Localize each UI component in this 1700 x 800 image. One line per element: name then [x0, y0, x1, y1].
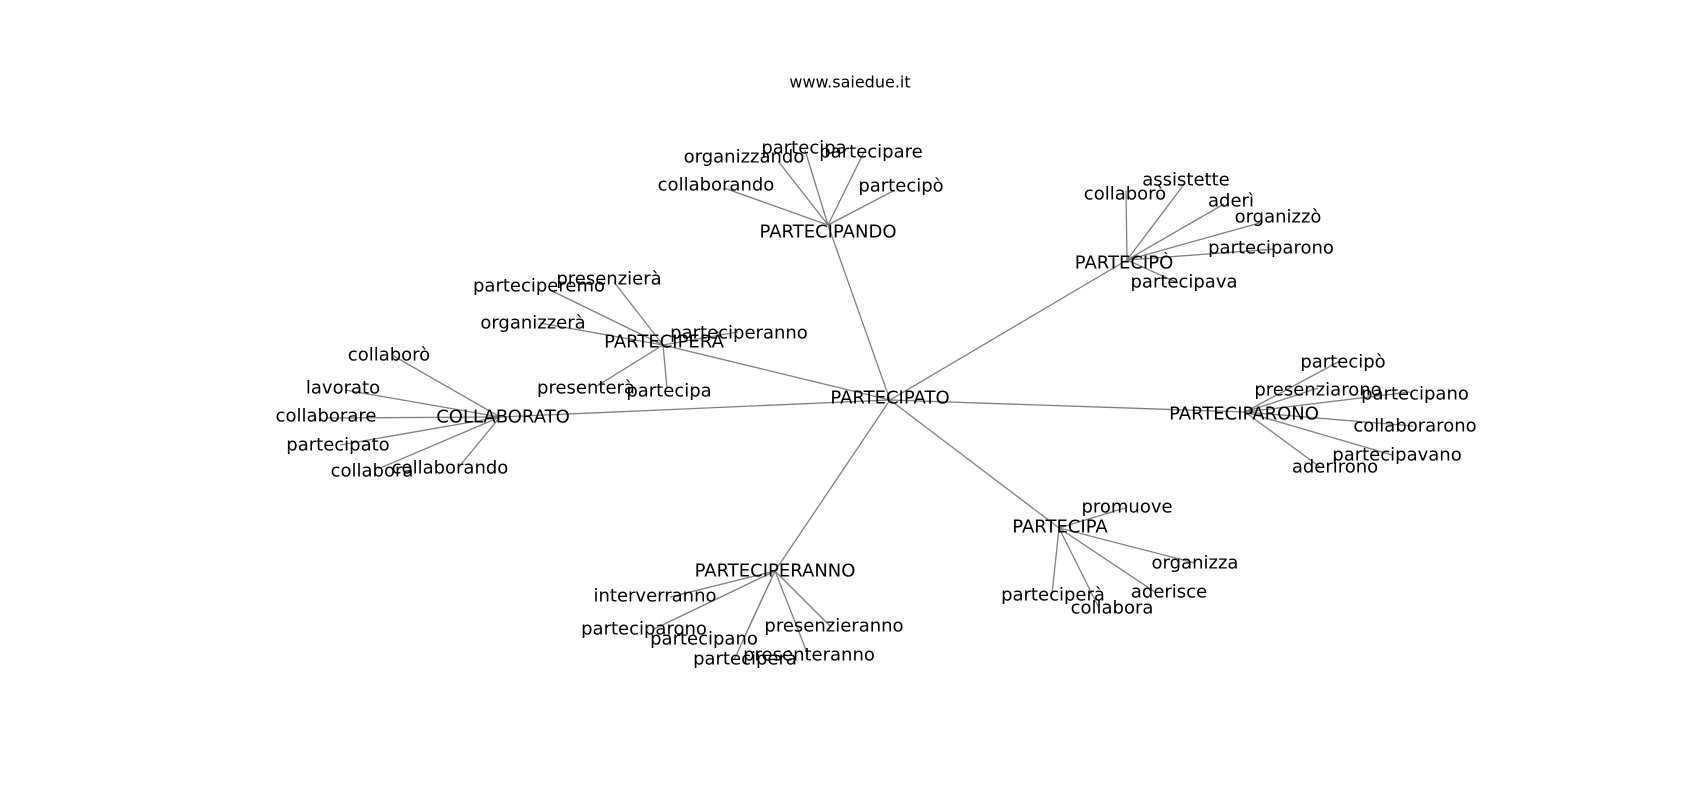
- edge-collaborato-to-lavorato: [344, 389, 501, 418]
- node-label-partecipa-organizza: organizza: [1152, 553, 1239, 574]
- labels-layer: PARTECIPATOPARTECIPANDOorganizzandoparte…: [276, 138, 1477, 670]
- node-label-partecipera-presentera: presenterà: [537, 378, 635, 399]
- node-label-partecipo-aderi: aderì: [1208, 191, 1254, 212]
- edge-partecipo-to-assistette: [1126, 182, 1186, 261]
- node-label-partecipo-parteciparono: parteciparono: [1208, 238, 1334, 259]
- node-label-partecipo-assistette: assistette: [1142, 170, 1230, 191]
- node-label-hub-parteciparono: PARTECIPARONO: [1169, 404, 1319, 425]
- node-label-hub-partecipera: PARTECIPERÀ: [604, 331, 724, 353]
- edge-partecipa-to-aderisce: [1058, 527, 1156, 593]
- node-label-partecipera-organizzera: organizzerà: [480, 313, 585, 334]
- node-label-partecipera-parteciperemo: parteciperemo: [473, 276, 605, 297]
- node-label-partecipo-collaboro: collaborò: [1084, 184, 1166, 205]
- edge-partecipera-to-partecipa: [662, 344, 668, 389]
- node-label-partecipera-parteciperanno: parteciperanno: [670, 323, 808, 344]
- edge-collaborato-to-partecipato: [339, 416, 501, 446]
- edge-center-to-parteciparono: [889, 399, 1246, 413]
- node-label-parteciperanno-parteciparono: parteciparono: [581, 619, 707, 640]
- edge-center-to-partecipa: [889, 399, 1060, 529]
- edge-partecipera-to-parteciperemo: [549, 289, 664, 346]
- node-label-hub-collaborato: COLLABORATO: [436, 407, 570, 428]
- node-label-parteciparono-aderirono: aderirono: [1292, 457, 1378, 478]
- edge-parteciparono-to-partecipano: [1244, 391, 1411, 413]
- node-label-partecipa-partecipera: parteciperà: [1001, 585, 1105, 606]
- node-label-partecipando-partecipo: partecipò: [858, 176, 943, 197]
- edge-center-to-collaborato: [499, 399, 891, 418]
- node-label-parteciperanno-presenzieranno: presenzieranno: [764, 616, 903, 637]
- node-label-parteciperanno-interverranno: interverranno: [593, 586, 716, 607]
- edge-collaborato-to-collaborando: [457, 416, 501, 469]
- edge-partecipando-to-organizzando: [777, 160, 829, 226]
- node-label-partecipando-organizzando: organizzando: [684, 147, 805, 168]
- edge-collaborato-to-collaborare: [327, 416, 501, 419]
- edge-parteciperanno-to-presenzieranno: [774, 570, 831, 627]
- edge-partecipo-to-parteciparono: [1126, 248, 1276, 261]
- node-label-collaborato-collabora: collabora: [331, 461, 414, 482]
- node-label-partecipa-promuove: promuove: [1081, 497, 1172, 518]
- node-label-partecipo-organizzo: organizzò: [1235, 207, 1322, 228]
- edge-partecipera-to-organizzera: [539, 322, 664, 346]
- node-label-parteciparono-partecipo: partecipò: [1300, 352, 1385, 373]
- edge-partecipo-to-partecipava: [1126, 259, 1179, 284]
- node-label-collaborato-collaborando: collaborando: [392, 458, 509, 479]
- edge-center-to-parteciperanno: [774, 399, 891, 572]
- edge-partecipando-to-partecipa: [804, 149, 829, 226]
- node-label-collaborato-lavorato: lavorato: [306, 378, 380, 399]
- edge-collaborato-to-collabora: [377, 416, 501, 470]
- edge-center-to-partecipera: [662, 344, 891, 401]
- node-label-collaborato-partecipato: partecipato: [286, 435, 389, 456]
- node-label-hub-partecipo: PARTECIPÒ: [1075, 252, 1173, 274]
- edges-layer: [327, 149, 1414, 661]
- edge-partecipera-to-parteciperanno: [662, 331, 739, 346]
- node-label-hub-partecipando: PARTECIPANDO: [760, 222, 897, 243]
- edge-partecipo-to-collaboro: [1125, 190, 1128, 261]
- node-label-parteciperanno-partecipano: partecipano: [650, 629, 758, 650]
- node-label-partecipando-partecipa: partecipa: [761, 138, 846, 159]
- edge-partecipando-to-partecipo: [827, 189, 896, 226]
- edge-center-to-partecipo: [889, 259, 1128, 401]
- node-label-parteciperanno-presenteranno: presenteranno: [743, 645, 875, 666]
- node-label-hub-partecipa: PARTECIPA: [1012, 517, 1108, 538]
- edge-parteciparono-to-partecipo: [1244, 360, 1341, 413]
- edge-collaborato-to-collaboro: [391, 354, 501, 418]
- edge-parteciparono-to-aderirono: [1244, 411, 1321, 468]
- node-label-partecipa-aderisce: aderisce: [1131, 582, 1207, 603]
- edge-partecipo-to-organizzo: [1126, 221, 1264, 261]
- edge-parteciperanno-to-partecipera: [733, 570, 776, 661]
- node-label-parteciparono-collaborarono: collaborarono: [1353, 416, 1476, 437]
- edge-partecipera-to-presenziera: [613, 281, 664, 346]
- node-label-parteciparono-partecipano: partecipano: [1361, 384, 1469, 405]
- edge-center-to-partecipando: [827, 224, 891, 401]
- node-label-hub-parteciperanno: PARTECIPERANNO: [695, 561, 856, 582]
- node-label-partecipo-partecipava: partecipava: [1130, 272, 1237, 293]
- edge-parteciparono-to-presenziarono: [1244, 387, 1319, 413]
- edge-partecipando-to-partecipare: [827, 151, 865, 226]
- edge-partecipa-to-organizza: [1058, 527, 1196, 564]
- node-label-parteciparono-presenziarono: presenziarono: [1254, 380, 1381, 401]
- edge-partecipera-to-presentera: [596, 344, 664, 387]
- node-label-partecipando-partecipare: partecipare: [819, 142, 922, 163]
- edge-partecipa-to-partecipera: [1051, 527, 1060, 595]
- node-label-parteciperanno-partecipera: parteciperà: [693, 649, 797, 670]
- node-label-partecipando-collaborando: collaborando: [658, 175, 775, 196]
- node-label-center: PARTECIPATO: [830, 388, 949, 409]
- edge-partecipa-to-collabora: [1058, 527, 1100, 609]
- node-label-collaborato-collaboro: collaborò: [348, 345, 430, 366]
- node-label-partecipera-presenziera: presenzierà: [556, 269, 661, 290]
- edge-partecipo-to-aderi: [1126, 203, 1225, 261]
- edge-partecipa-to-promuove: [1058, 507, 1126, 529]
- node-label-collaborato-collaborare: collaborare: [276, 406, 377, 427]
- edge-parteciparono-to-partecipavano: [1244, 411, 1393, 456]
- node-label-partecipa-collabora: collabora: [1071, 598, 1154, 619]
- edge-parteciperanno-to-interverranno: [669, 570, 776, 598]
- edge-parteciperanno-to-parteciparono: [651, 570, 776, 631]
- node-label-parteciparono-partecipavano: partecipavano: [1332, 445, 1461, 466]
- edge-parteciparono-to-collaborarono: [1244, 411, 1414, 427]
- edge-partecipando-to-collaborando: [723, 187, 829, 226]
- node-label-partecipera-partecipa: partecipa: [626, 381, 711, 402]
- site-watermark: www.saiedue.it: [789, 73, 910, 92]
- edge-parteciperanno-to-presenteranno: [774, 570, 809, 656]
